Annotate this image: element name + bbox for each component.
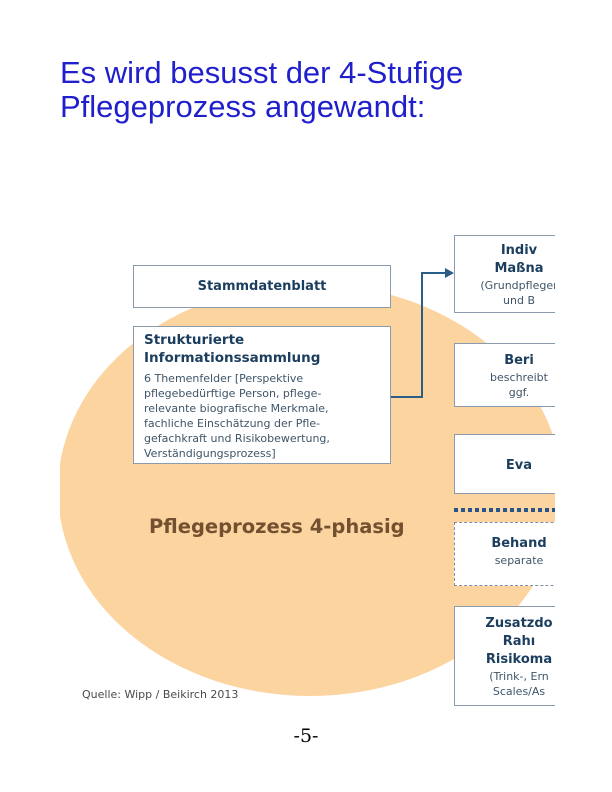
informationssammlung-title-1: Strukturierte: [144, 332, 245, 348]
stammdatenblatt-box: Stammdatenblatt: [133, 265, 391, 308]
title-line-2: Pflegeprozess angewandt:: [60, 89, 426, 124]
informationssammlung-title-2: Informationssammlung: [144, 350, 321, 366]
behandlung-box: Behand separate: [454, 522, 555, 586]
evaluation-box: Eva: [454, 434, 555, 494]
behandlung-title: Behand: [491, 536, 547, 551]
page-number: -5-: [293, 725, 319, 747]
informationssammlung-box: Strukturierte Informationssammlung 6 The…: [133, 326, 391, 464]
body-line: Verständigungsprozess]: [144, 447, 276, 460]
page-title: Es wird besusst der 4-Stufige Pflegeproz…: [60, 56, 580, 124]
behandlung-sub: separate: [494, 554, 544, 567]
title-line-1: Es wird besusst der 4-Stufige: [60, 55, 464, 90]
pflegeprozess-diagram: Stammdatenblatt Strukturierte Informatio…: [60, 228, 555, 718]
bericht-title: Beri: [504, 353, 534, 368]
body-line: relevante biografische Merkmale,: [144, 402, 329, 415]
evaluation-title: Eva: [505, 458, 533, 473]
bericht-sub-2: ggf.: [508, 386, 530, 399]
body-line: fachliche Einschätzung der Pfle-: [144, 417, 321, 430]
flow-arrow-head: [445, 268, 454, 278]
body-line: gefachkraft und Risikobewertung,: [144, 432, 330, 445]
massnahmen-box: Indiv Maßna (Grundpfleger und B: [454, 235, 555, 313]
body-line: 6 Themenfelder [Perspektive: [144, 372, 304, 385]
flow-arrow-line: [391, 272, 448, 398]
massnahmen-sub-1: (Grundpfleger: [480, 279, 555, 292]
ellipse-label: Pflegeprozess 4-phasig: [149, 515, 405, 538]
bericht-sub-1: beschreibt: [490, 371, 548, 384]
massnahmen-sub-2: und B: [503, 294, 535, 307]
zusatz-title-3: Risikoma: [485, 652, 553, 667]
massnahmen-title-1: Indiv: [500, 243, 538, 258]
body-line: pflegebedürftige Person, pflege-: [144, 387, 322, 400]
stammdatenblatt-label: Stammdatenblatt: [197, 279, 327, 294]
zusatz-sub-1: (Trink-, Ern: [489, 670, 549, 683]
zusatz-title-2: Rahı: [502, 634, 536, 649]
source-citation: Quelle: Wipp / Beikirch 2013: [82, 688, 239, 701]
zusatzdokumentation-box: Zusatzdo Rahı Risikoma (Trink-, Ern Scal…: [454, 606, 555, 706]
massnahmen-title-2: Maßna: [494, 261, 544, 276]
bericht-box: Beri beschreibt ggf.: [454, 343, 555, 407]
zusatz-title-1: Zusatzdo: [485, 616, 553, 631]
informationssammlung-heading: Strukturierte Informationssammlung: [144, 331, 380, 367]
informationssammlung-body: 6 Themenfelder [Perspektive pflegebedürf…: [144, 371, 380, 461]
zusatz-sub-2: Scales/As: [492, 685, 546, 698]
